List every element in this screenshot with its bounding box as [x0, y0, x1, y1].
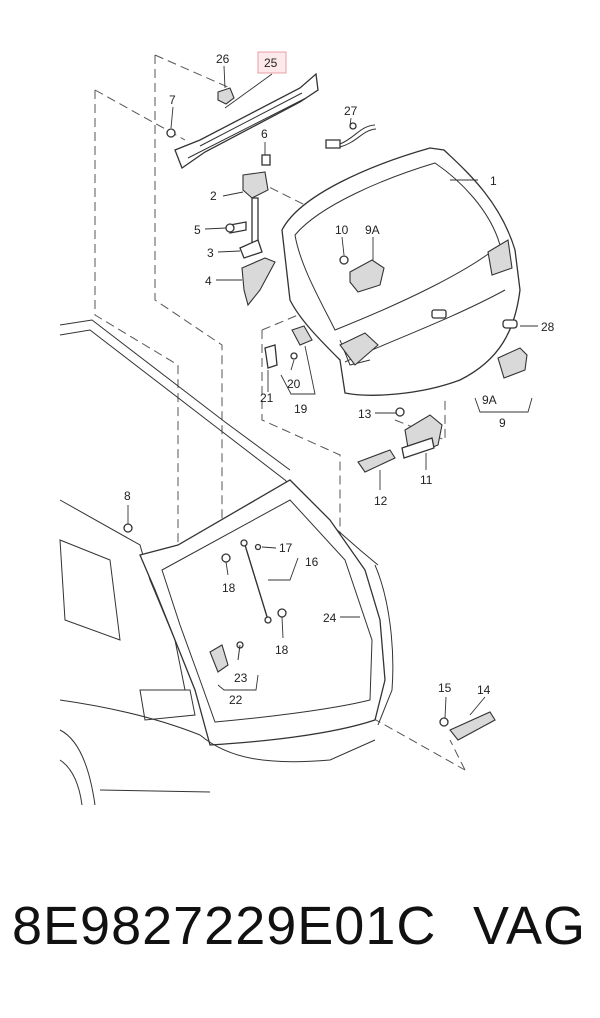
callout-7: 7: [169, 93, 176, 107]
callout-12: 12: [374, 494, 388, 508]
striker-assembly: [439, 711, 496, 741]
brand-name: VAG: [472, 896, 586, 956]
leader-lines: [127, 65, 538, 719]
callout-23: 23: [234, 671, 248, 685]
callout-9a-top: 9A: [365, 223, 380, 237]
tailgate-part: [281, 147, 521, 396]
tailgate-fittings: [339, 255, 385, 293]
callout-1: 1: [490, 174, 497, 188]
callout-9: 9: [499, 416, 506, 430]
spoiler-part: [174, 72, 319, 170]
callout-2: 2: [210, 189, 217, 203]
part-number: 8E9827229E01C: [12, 896, 437, 956]
callout-4: 4: [205, 274, 212, 288]
callout-3: 3: [207, 246, 214, 260]
callout-18-left: 18: [222, 581, 236, 595]
callout-19: 19: [294, 402, 308, 416]
handle-assembly: [264, 325, 313, 369]
lock-mechanism: [357, 407, 443, 473]
caption-bar: 8E9827229E01C VAG: [0, 895, 600, 985]
callout-21: 21: [260, 391, 274, 405]
callout-10: 10: [335, 223, 349, 237]
callout-17: 17: [279, 541, 293, 555]
callout-22: 22: [229, 693, 243, 707]
gas-strut-part: [240, 539, 272, 624]
buffer-assembly: [209, 641, 244, 673]
callout-11: 11: [420, 473, 433, 487]
callout-labels: 25 26 7 6 2 5 3 4 27 1 10 9A 28 20 19 21…: [124, 51, 555, 707]
rubber-buffer-part: [502, 319, 518, 329]
washer-part: [166, 128, 176, 138]
callout-6: 6: [261, 127, 268, 141]
callout-25: 25: [264, 56, 278, 70]
nut-part: [123, 523, 133, 533]
lock-cylinder-part: [497, 347, 528, 379]
callout-9a-right: 9A: [482, 393, 497, 407]
callout-18-right: 18: [275, 643, 289, 657]
callout-28: 28: [541, 320, 555, 334]
parts-diagram: 25 26 7 6 2 5 3 4 27 1 10 9A 28 20 19 21…: [59, 51, 555, 806]
callout-13: 13: [358, 407, 372, 421]
hinge-assembly: [225, 154, 276, 307]
callout-25-highlight: [257, 51, 287, 74]
callout-5: 5: [194, 223, 201, 237]
callout-20: 20: [287, 377, 301, 391]
callout-14: 14: [477, 683, 491, 697]
car-body: [59, 319, 394, 806]
washer-hose-part: [325, 122, 377, 149]
callout-16: 16: [305, 555, 319, 569]
callout-24: 24: [323, 611, 337, 625]
callout-26: 26: [216, 52, 230, 66]
callout-8: 8: [124, 489, 131, 503]
callout-27: 27: [344, 104, 358, 118]
clip-part: [217, 87, 235, 105]
callout-15: 15: [438, 681, 452, 695]
